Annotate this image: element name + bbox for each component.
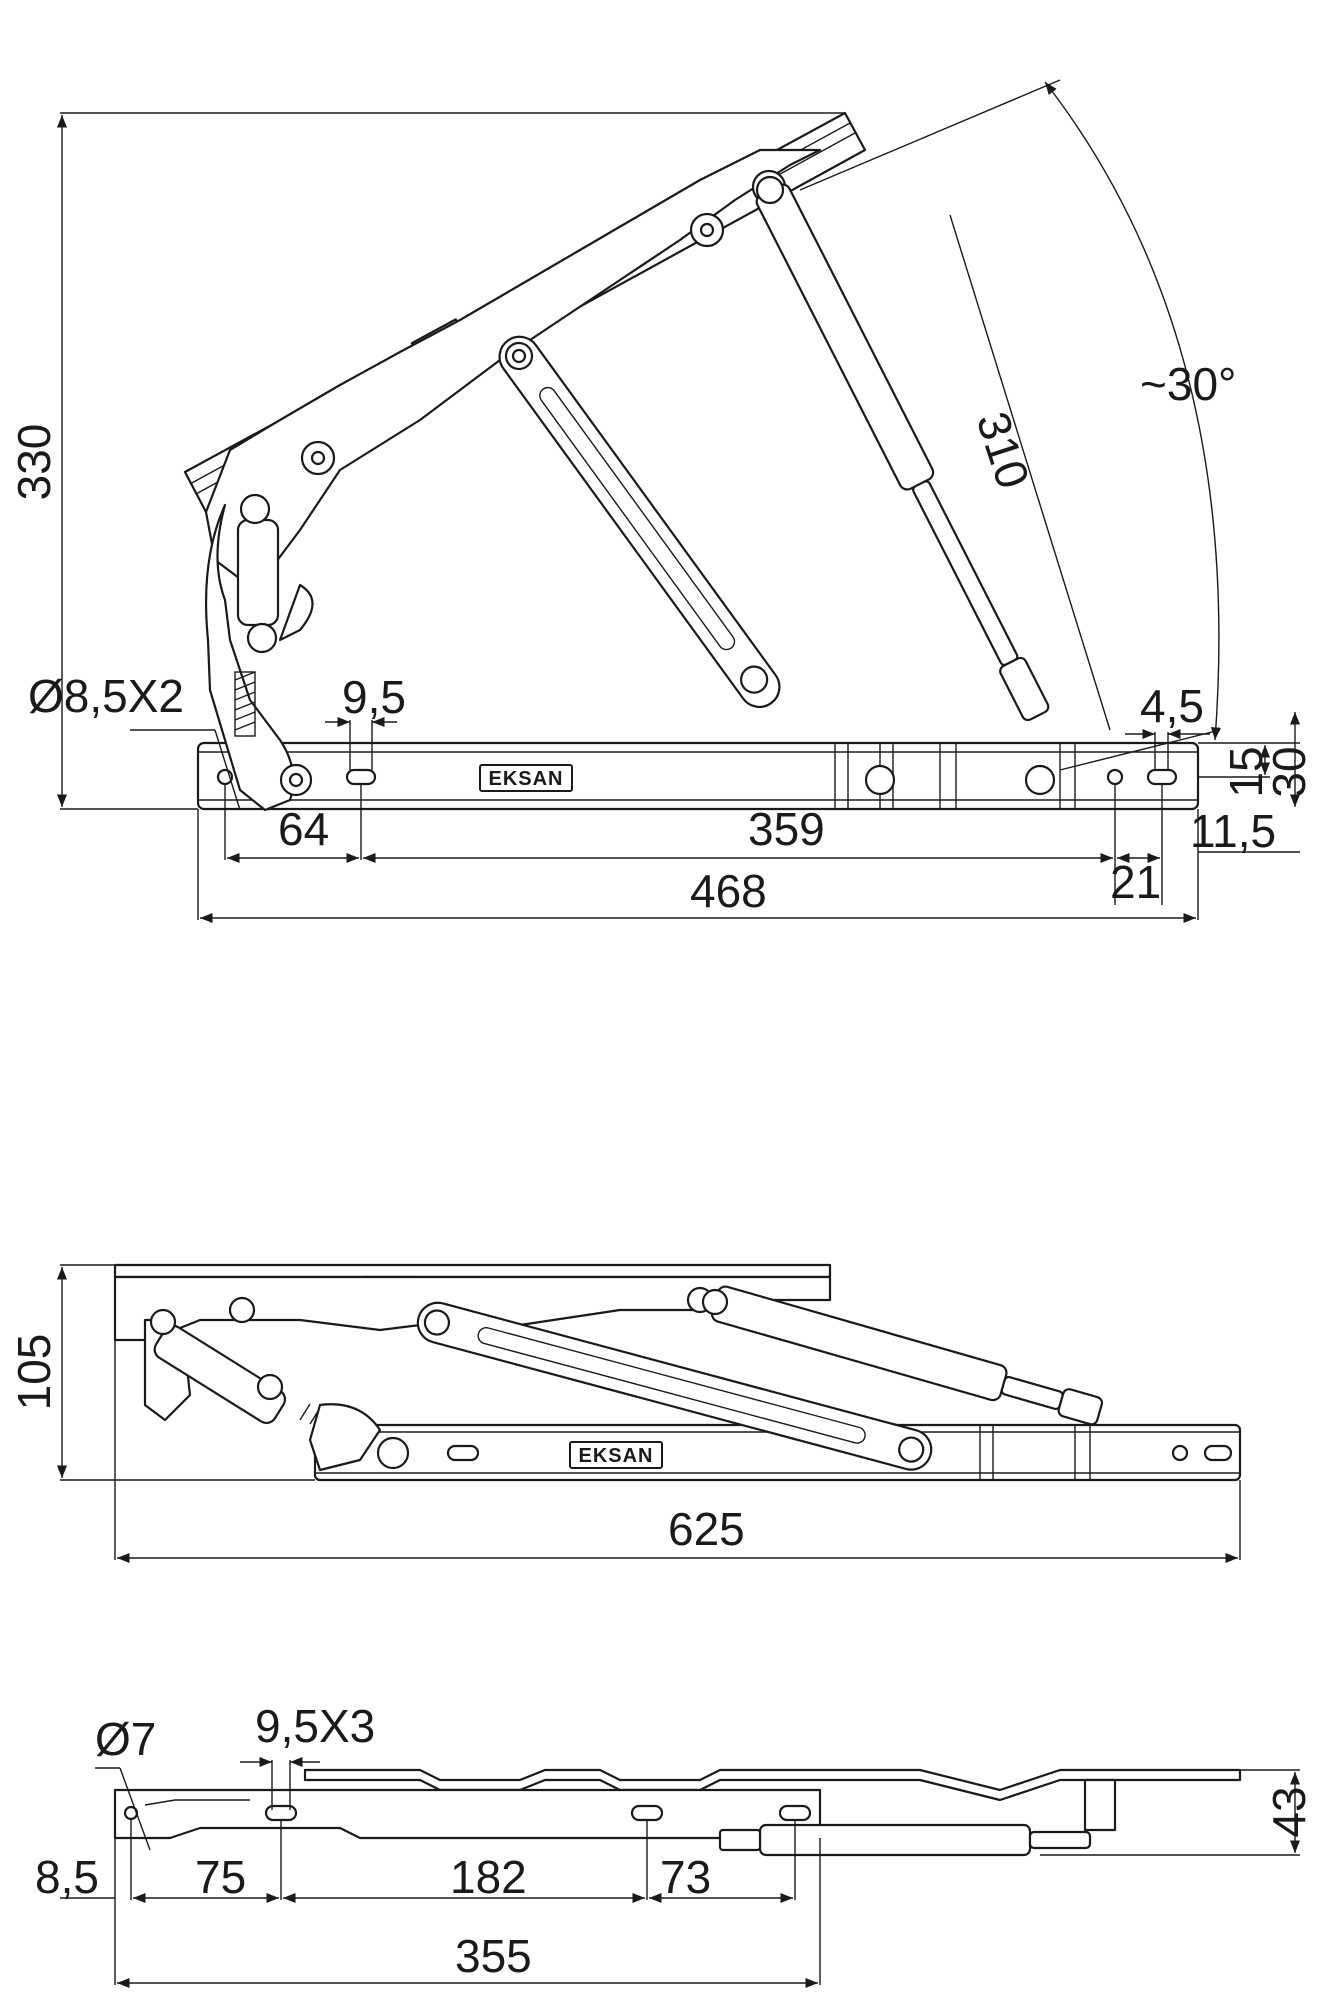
bottom-dim-first-gap: 75: [195, 1851, 246, 1903]
top-dim-span: 359: [748, 803, 825, 855]
top-dim-diameter: Ø8,5X2: [28, 670, 184, 722]
middle-dim-height: 105: [8, 1334, 60, 1411]
bottom-dim-slots: 9,5X3: [255, 1700, 375, 1752]
middle-lid-frame: [113, 1263, 832, 1342]
top-mount-hole-right: [1106, 768, 1124, 786]
middle-spring-pivot: [701, 1288, 729, 1316]
bottom-lid-rail: [303, 1768, 1242, 1832]
svg-text:EKSAN: EKSAN: [488, 768, 563, 790]
top-view: EKSAN: [8, 79, 1315, 924]
top-dim-hole-offset: 21: [1110, 856, 1161, 908]
top-gas-spring: [755, 175, 1056, 796]
top-long-arm: [498, 335, 781, 708]
middle-dimension-lines: [56, 1264, 1241, 1564]
bottom-dim-mid-gap: 182: [450, 1851, 527, 1903]
svg-text:EKSAN: EKSAN: [578, 1445, 653, 1467]
top-dim-hole-height: 15: [1220, 746, 1272, 797]
top-dim-total: 468: [690, 865, 767, 917]
top-base-plate: EKSAN: [196, 741, 1200, 811]
top-slot-right: [1146, 768, 1178, 786]
top-dimension-lines: [56, 79, 1301, 924]
middle-brand-logo: EKSAN: [569, 1441, 663, 1469]
bottom-dim-height: 43: [1263, 1786, 1315, 1837]
bottom-dimension-lines: [60, 1756, 1301, 1989]
middle-view: EKSAN: [8, 1263, 1242, 1564]
middle-long-arm: [416, 1301, 933, 1471]
middle-dim-total: 625: [668, 1503, 745, 1555]
bottom-dim-total: 355: [455, 1930, 532, 1982]
bottom-gas-spring: [718, 1823, 1092, 1857]
top-dim-slot: 9,5: [342, 671, 406, 723]
bottom-view: Ø7 9,5X3 43 8,5 75 182 73 355: [35, 1700, 1315, 1989]
bottom-base-plate: [113, 1788, 822, 1840]
top-arm-pivot-lower: [864, 764, 896, 796]
top-dim-height: 330: [8, 424, 60, 501]
top-dim-spring-length: 310: [967, 406, 1040, 495]
top-dim-base-height: 30: [1263, 746, 1315, 797]
top-dim-base-offset: 11,5: [1190, 805, 1276, 857]
top-dim-gap-left: 64: [278, 803, 329, 855]
bottom-dim-edge-offset: 8,5: [35, 1851, 99, 1903]
top-dim-angle: ~30°: [1140, 358, 1236, 410]
bottom-dim-last-gap: 73: [660, 1851, 711, 1903]
middle-left-lever: [143, 1308, 410, 1472]
top-left-lever: [204, 493, 314, 812]
bottom-dim-diameter: Ø7: [95, 1713, 156, 1765]
top-dim-slot-width: 4,5: [1140, 680, 1204, 732]
top-brand-logo: EKSAN: [479, 764, 573, 792]
top-slot-left: [345, 768, 377, 786]
top-arm-pivot-upper: [511, 348, 527, 364]
